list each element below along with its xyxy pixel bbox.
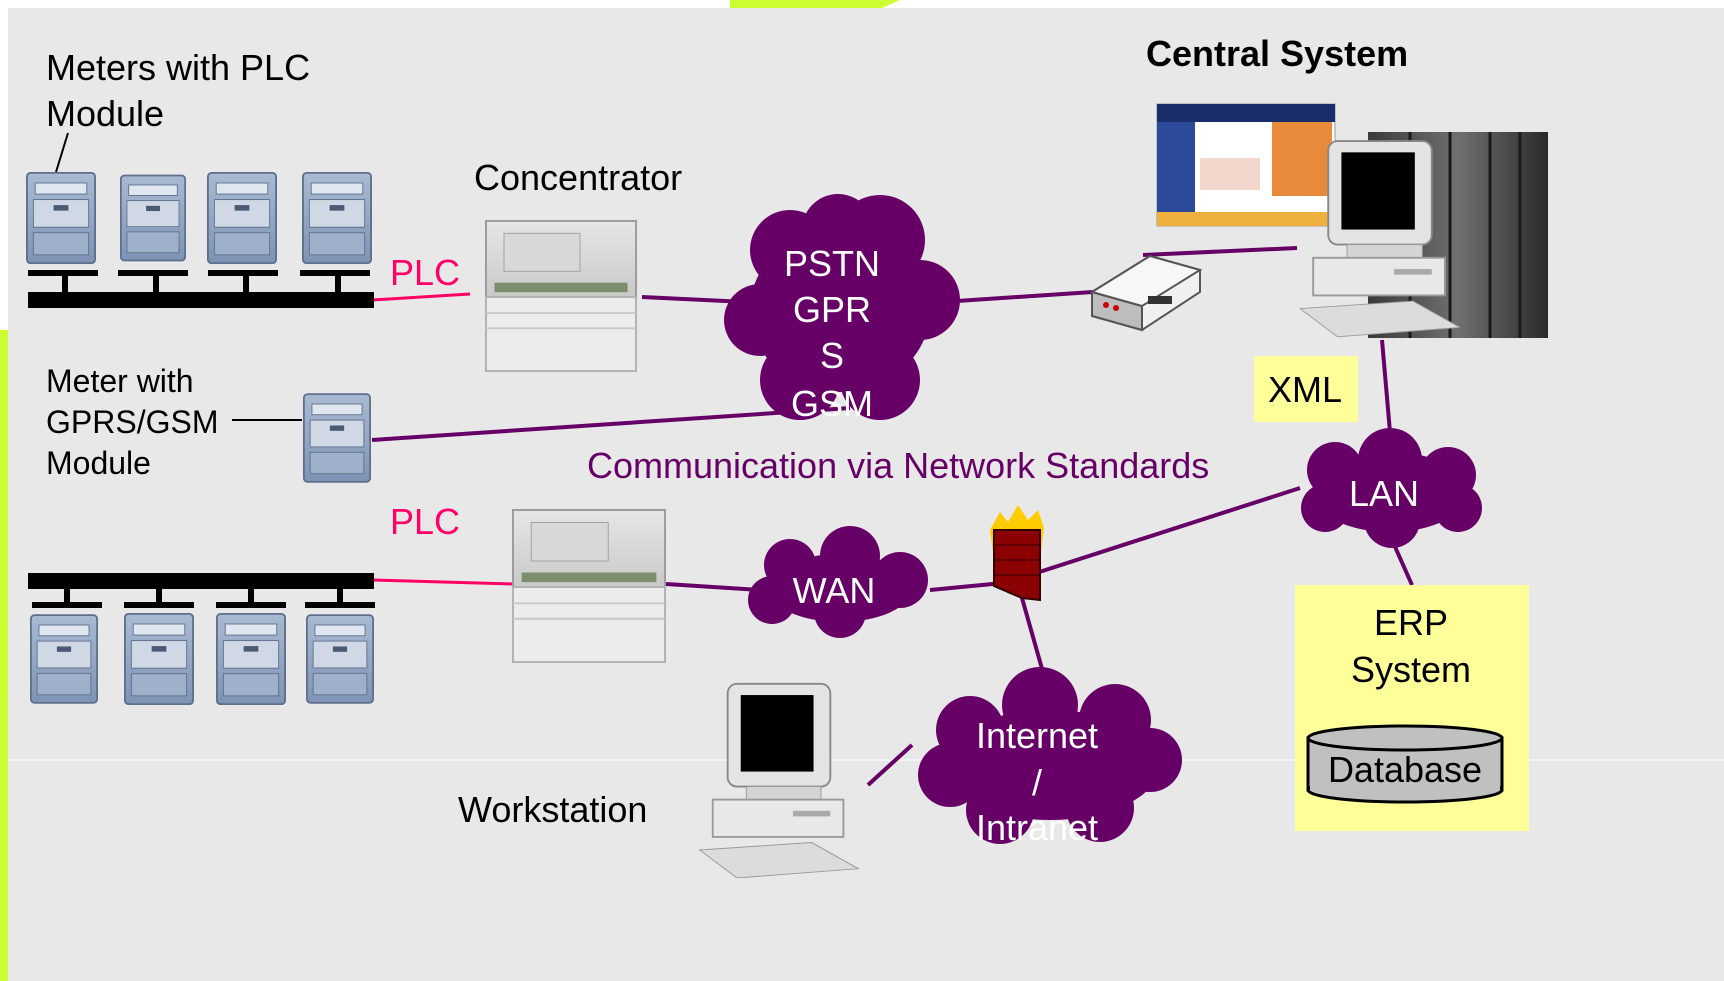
xml-badge-bg (1254, 356, 1358, 422)
concentrator-top-icon (485, 219, 637, 373)
link-gprs-meter-pstn (371, 406, 851, 442)
erp-label-line2: System (1351, 649, 1471, 690)
lan-cloud (1301, 428, 1482, 548)
meters-plc-label-line2: Module (46, 93, 164, 134)
gprs-meter-label-line2: GPRS/GSM (46, 404, 218, 440)
plc-label-bottom: PLC (390, 501, 460, 542)
pstn-label-line4: GSM (791, 383, 873, 424)
link-concentrator-pstn (641, 295, 747, 304)
erp-label-line1: ERP (1374, 602, 1448, 643)
screenshot-thumbnail (1156, 103, 1336, 227)
meter-icon (302, 171, 372, 265)
central-system-label: Central System (1146, 33, 1408, 74)
gprs-meter-label-line3: Module (46, 445, 151, 481)
meter-icon (124, 612, 194, 706)
link-internet-workstation (866, 743, 914, 787)
meter-icon (30, 614, 98, 704)
concentrator-label: Concentrator (474, 157, 682, 198)
meter-bus-top (26, 171, 374, 308)
gprs-meter-icon (303, 393, 371, 483)
meter-icon (207, 171, 277, 265)
link-wan-firewall (929, 581, 1004, 592)
link-pstn-modem (941, 290, 1094, 304)
meters-label-pointer (55, 132, 69, 173)
link-firewall-lan (1029, 486, 1301, 577)
meter-icon (306, 614, 374, 704)
internet-label-line3: Intranet (976, 807, 1098, 848)
communication-standards-label: Communication via Network Standards (587, 445, 1209, 486)
pstn-cloud (724, 194, 960, 420)
meter-icon (216, 612, 286, 706)
meter-bus-bottom (28, 573, 375, 706)
meter-icon (120, 174, 186, 262)
xml-label: XML (1268, 369, 1342, 410)
plc-link-top (371, 292, 471, 302)
internet-label-line2: / (1032, 762, 1042, 803)
lan-label: LAN (1349, 473, 1419, 514)
wan-cloud (748, 526, 928, 638)
workstation-label: Workstation (458, 789, 647, 830)
database-label: Database (1328, 749, 1482, 790)
link-modem-server (1142, 246, 1298, 257)
pstn-label-line2: GPR (793, 289, 871, 330)
concentrator-bottom-icon (512, 508, 666, 664)
pstn-label-line1: PSTN (784, 243, 880, 284)
wan-label: WAN (793, 570, 876, 611)
gprs-meter-label-line1: Meter with (46, 363, 194, 399)
internet-label-line1: Internet (976, 715, 1098, 756)
plc-link-bottom (371, 578, 513, 586)
database-icon (1306, 724, 1504, 804)
firewall-icon (990, 505, 1044, 602)
meter-icon (26, 171, 96, 265)
link-concentrator-wan (665, 582, 761, 592)
plc-label-top: PLC (390, 252, 460, 293)
meters-plc-label-line1: Meters with PLC (46, 47, 310, 88)
modem-icon (1089, 254, 1203, 332)
pstn-label-line3: S (820, 335, 844, 376)
internet-cloud (918, 667, 1182, 844)
